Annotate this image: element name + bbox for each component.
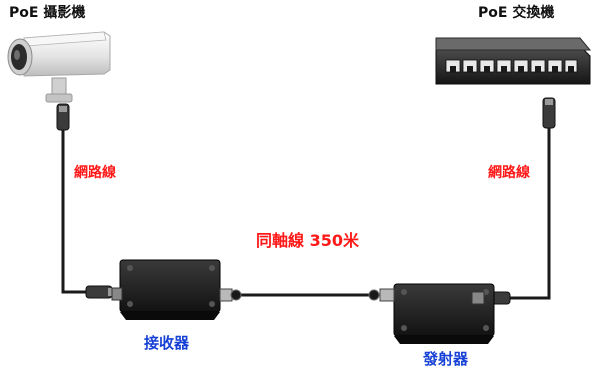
camera-icon	[7, 31, 111, 103]
switch-icon	[435, 37, 592, 85]
transmitter-icon	[393, 283, 495, 344]
rj45-connector-icon	[542, 97, 556, 129]
cable-network-left	[61, 128, 86, 294]
camera-title: PoE 攝影機	[9, 5, 86, 21]
transmitter-label: 發射器	[423, 350, 469, 368]
switch-title: PoE 交換機	[478, 5, 555, 21]
cable-label-left: 網路線	[74, 165, 116, 181]
cable-network-right	[510, 128, 551, 300]
rj45-connector-icon	[85, 285, 114, 299]
cable-label-right: 網路線	[488, 165, 530, 181]
bnc-connector-icon	[368, 288, 395, 302]
receiver-icon	[111, 259, 221, 320]
receiver-label: 接收器	[144, 334, 190, 352]
coax-label: 同軸線 350米	[256, 231, 359, 250]
bnc-connector-icon	[219, 288, 242, 302]
rj45-connector-icon	[56, 103, 70, 131]
